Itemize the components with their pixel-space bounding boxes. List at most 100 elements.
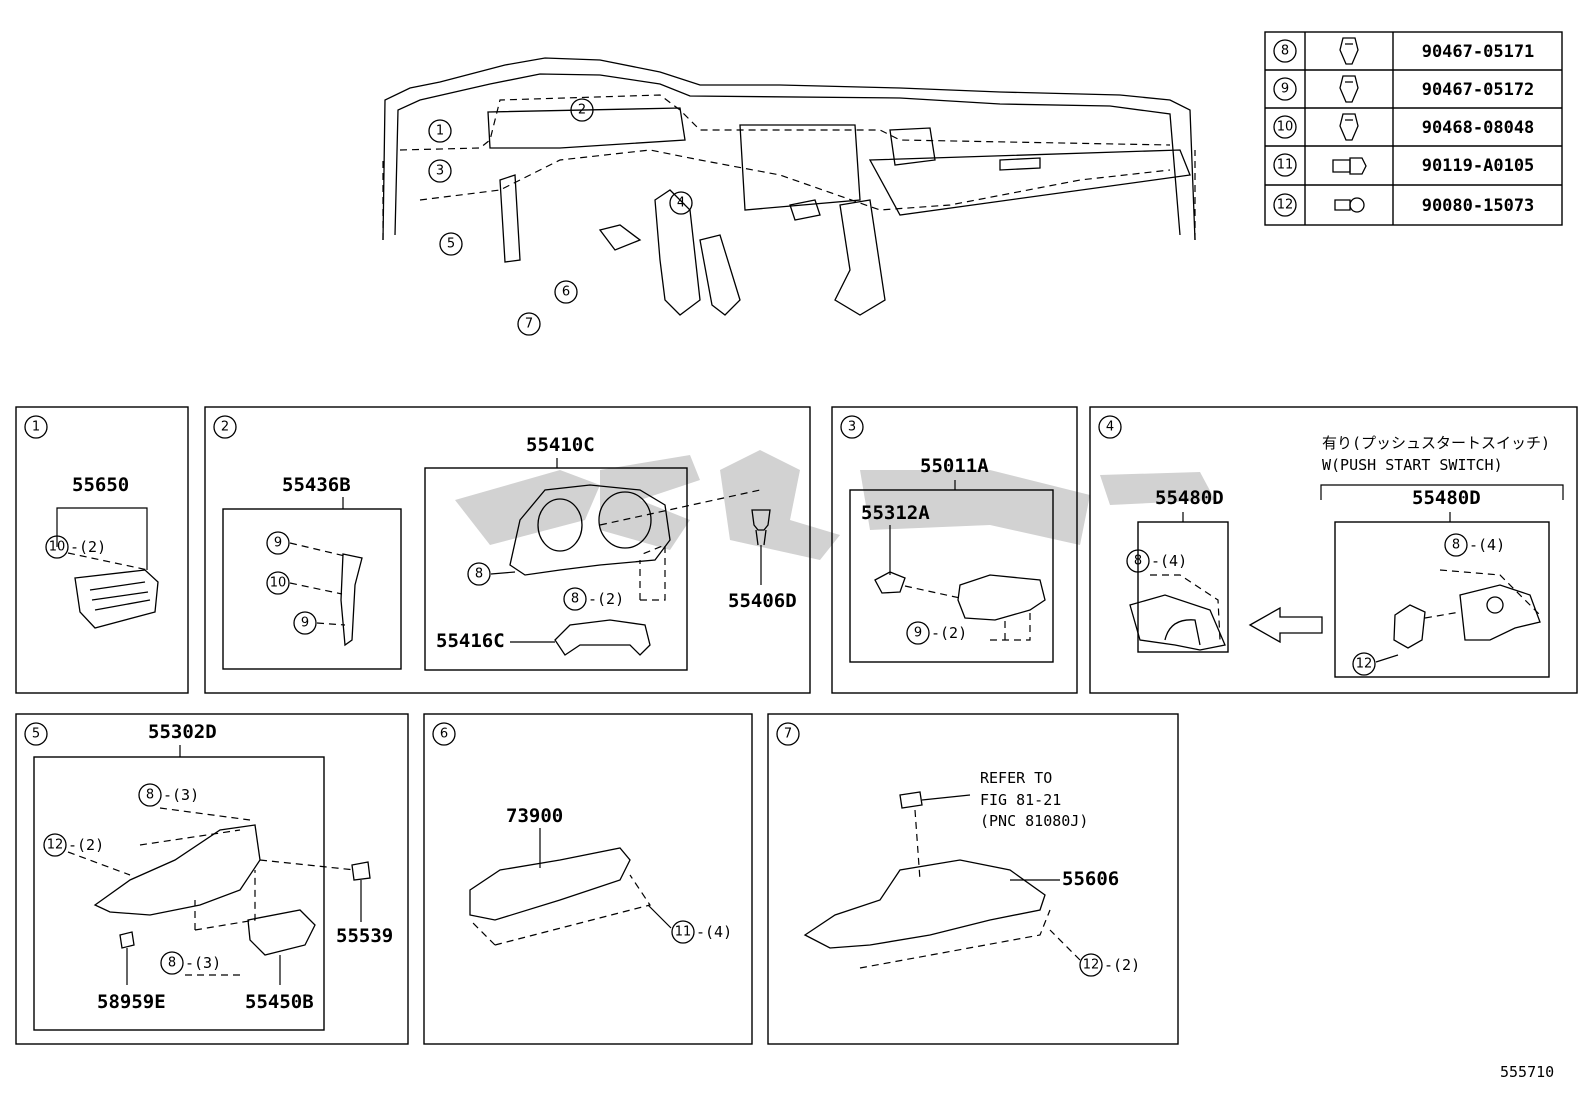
overview-callout-5: 5 xyxy=(439,232,463,256)
screw-icon xyxy=(1334,197,1365,213)
svg-text:-(2): -(2) xyxy=(68,836,104,854)
svg-text:8: 8 xyxy=(1452,538,1460,553)
svg-text:-(2): -(2) xyxy=(588,590,624,608)
note-jp: 有り(プッシュスタートスイッチ) xyxy=(1322,434,1550,452)
table-row: 10 90468-08048 xyxy=(1273,113,1535,141)
watermark-logo xyxy=(455,450,1215,560)
svg-text:10: 10 xyxy=(49,540,66,555)
panel-6: 6 73900 11 -(4) xyxy=(423,713,753,1045)
svg-text:90080-15073: 90080-15073 xyxy=(1422,196,1535,216)
svg-text:9: 9 xyxy=(301,616,309,631)
overview-callout-3: 3 xyxy=(428,159,452,183)
overview-callout-1: 1 xyxy=(428,119,452,143)
table-row: 11 90119-A0105 xyxy=(1273,153,1535,177)
clip-icon xyxy=(1339,113,1359,141)
part-label-55650: 55650 xyxy=(72,474,129,496)
svg-text:3: 3 xyxy=(436,164,444,179)
overview-callout-6: 6 xyxy=(554,280,578,304)
svg-text:-(3): -(3) xyxy=(185,954,221,972)
svg-text:12: 12 xyxy=(1356,657,1373,672)
overview-callout-4: 4 xyxy=(669,191,693,215)
clip-55539 xyxy=(351,861,371,881)
part-label-55410C: 55410C xyxy=(526,434,595,456)
svg-text:8: 8 xyxy=(571,592,579,607)
bracket-part xyxy=(340,553,363,647)
svg-text:9: 9 xyxy=(914,626,922,641)
svg-text:4: 4 xyxy=(677,196,685,211)
svg-text:8: 8 xyxy=(146,788,154,803)
garnish-part xyxy=(957,574,1046,621)
clip-58959E xyxy=(119,931,135,949)
svg-text:7: 7 xyxy=(784,727,792,742)
push-start-switch xyxy=(1393,604,1426,649)
svg-text:6: 6 xyxy=(440,727,448,742)
svg-text:10: 10 xyxy=(1277,120,1294,135)
table-row: 9 90467-05172 xyxy=(1273,75,1535,103)
svg-text:-(4): -(4) xyxy=(1469,536,1505,554)
svg-text:11: 11 xyxy=(1277,158,1294,173)
svg-text:12: 12 xyxy=(47,838,64,853)
part-label-55436B: 55436B xyxy=(282,474,351,496)
part-label-55011A: 55011A xyxy=(920,455,989,477)
svg-text:6: 6 xyxy=(562,285,570,300)
part-label-55480D-a: 55480D xyxy=(1155,487,1224,509)
svg-text:8: 8 xyxy=(168,956,176,971)
svg-text:-(4): -(4) xyxy=(696,923,732,941)
svg-text:12: 12 xyxy=(1083,958,1100,973)
part-label-55416C: 55416C xyxy=(436,630,505,652)
svg-text:90467-05172: 90467-05172 xyxy=(1422,80,1535,100)
svg-text:7: 7 xyxy=(525,317,533,332)
part-label-55606: 55606 xyxy=(1062,868,1119,890)
svg-text:8: 8 xyxy=(1281,44,1289,59)
refer-note-2: FIG 81-21 xyxy=(980,791,1061,809)
part-label-55450B: 55450B xyxy=(245,991,314,1013)
panel-7: 7 REFER TO FIG 81-21 (PNC 81080J) 55606 … xyxy=(767,713,1179,1045)
garnish-73900 xyxy=(469,847,631,921)
svg-text:-(2): -(2) xyxy=(1104,956,1140,974)
panel-2: 2 55436B 9 10 9 55410C 8 8 -(2) 55406D 5… xyxy=(204,406,811,694)
note-en: W(PUSH START SWITCH) xyxy=(1322,456,1503,474)
svg-text:90468-08048: 90468-08048 xyxy=(1422,118,1535,138)
refer-note-1: REFER TO xyxy=(980,769,1052,787)
svg-text:9: 9 xyxy=(274,536,282,551)
bolt-icon xyxy=(1332,157,1367,175)
overview-callout-7: 7 xyxy=(517,312,541,336)
part-label-73900: 73900 xyxy=(506,805,563,827)
svg-text:4: 4 xyxy=(1106,420,1114,435)
panel-5: 5 55302D 8 -(3) 12 -(2) 55539 8 -(3) 554… xyxy=(15,713,409,1045)
svg-text:-(2): -(2) xyxy=(931,624,967,642)
svg-text:5: 5 xyxy=(32,727,40,742)
part-label-55480D-b: 55480D xyxy=(1412,487,1481,509)
svg-text:3: 3 xyxy=(848,420,856,435)
svg-text:90467-05171: 90467-05171 xyxy=(1422,42,1535,62)
fastener-table xyxy=(1264,31,1563,226)
svg-text:1: 1 xyxy=(32,420,40,435)
part-label-55302D: 55302D xyxy=(148,721,217,743)
air-vent xyxy=(74,569,159,629)
svg-text:8: 8 xyxy=(1134,554,1142,569)
svg-text:-(4): -(4) xyxy=(1151,552,1187,570)
svg-text:-(2): -(2) xyxy=(70,538,106,556)
svg-text:5: 5 xyxy=(447,237,455,252)
part-label-55406D: 55406D xyxy=(728,590,797,612)
svg-text:11: 11 xyxy=(675,925,692,940)
part-label-58959E: 58959E xyxy=(97,991,166,1013)
cluster-trim xyxy=(554,619,651,656)
svg-text:8: 8 xyxy=(475,567,483,582)
panel-1: 1 55650 10 -(2) xyxy=(15,406,189,694)
svg-text:12: 12 xyxy=(1277,198,1294,213)
lower-pad-part xyxy=(93,824,261,916)
svg-text:2: 2 xyxy=(221,420,229,435)
clip-icon xyxy=(1339,75,1359,103)
svg-text:10: 10 xyxy=(270,576,287,591)
clip-55406D xyxy=(751,509,771,546)
refer-note-3: (PNC 81080J) xyxy=(980,812,1088,830)
svg-text:-(3): -(3) xyxy=(163,786,199,804)
cluster-hood xyxy=(509,484,671,576)
panel-4: 4 55480D 8 -(4) 有り(プッシュスタートスイッチ) W(PUSH … xyxy=(1089,406,1578,694)
svg-text:90119-A0105: 90119-A0105 xyxy=(1422,156,1535,176)
figure-id: 555710 xyxy=(1500,1063,1554,1081)
connector-part xyxy=(899,791,923,809)
part-label-55539: 55539 xyxy=(336,925,393,947)
